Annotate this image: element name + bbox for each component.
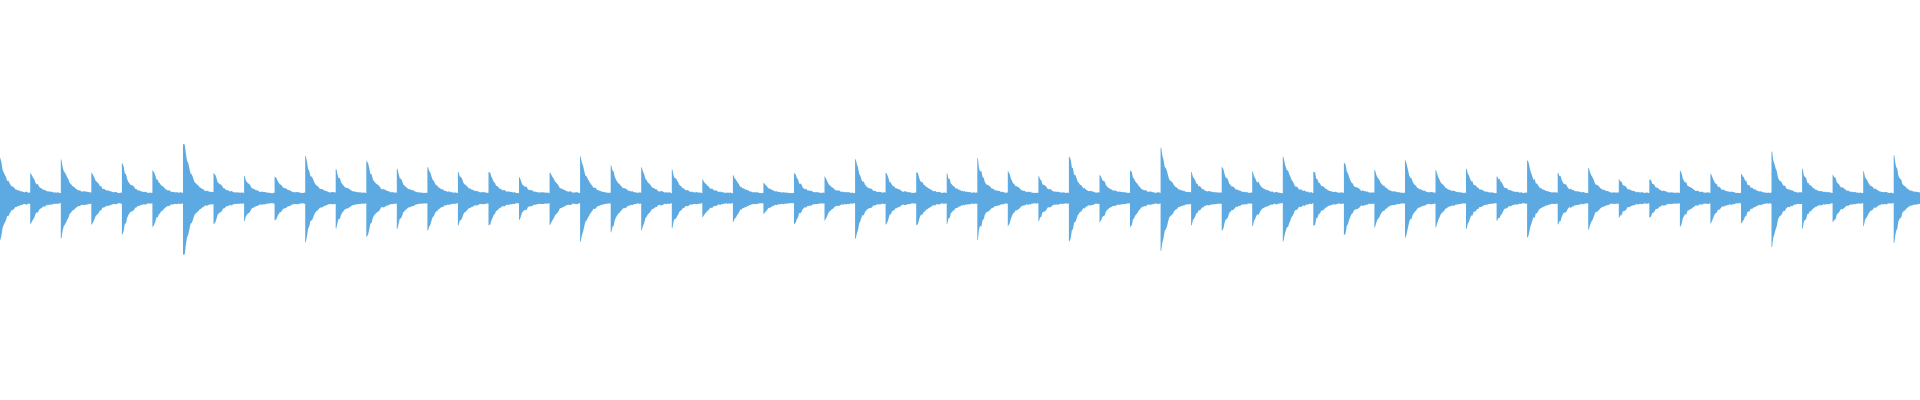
waveform-trace — [0, 143, 1920, 255]
